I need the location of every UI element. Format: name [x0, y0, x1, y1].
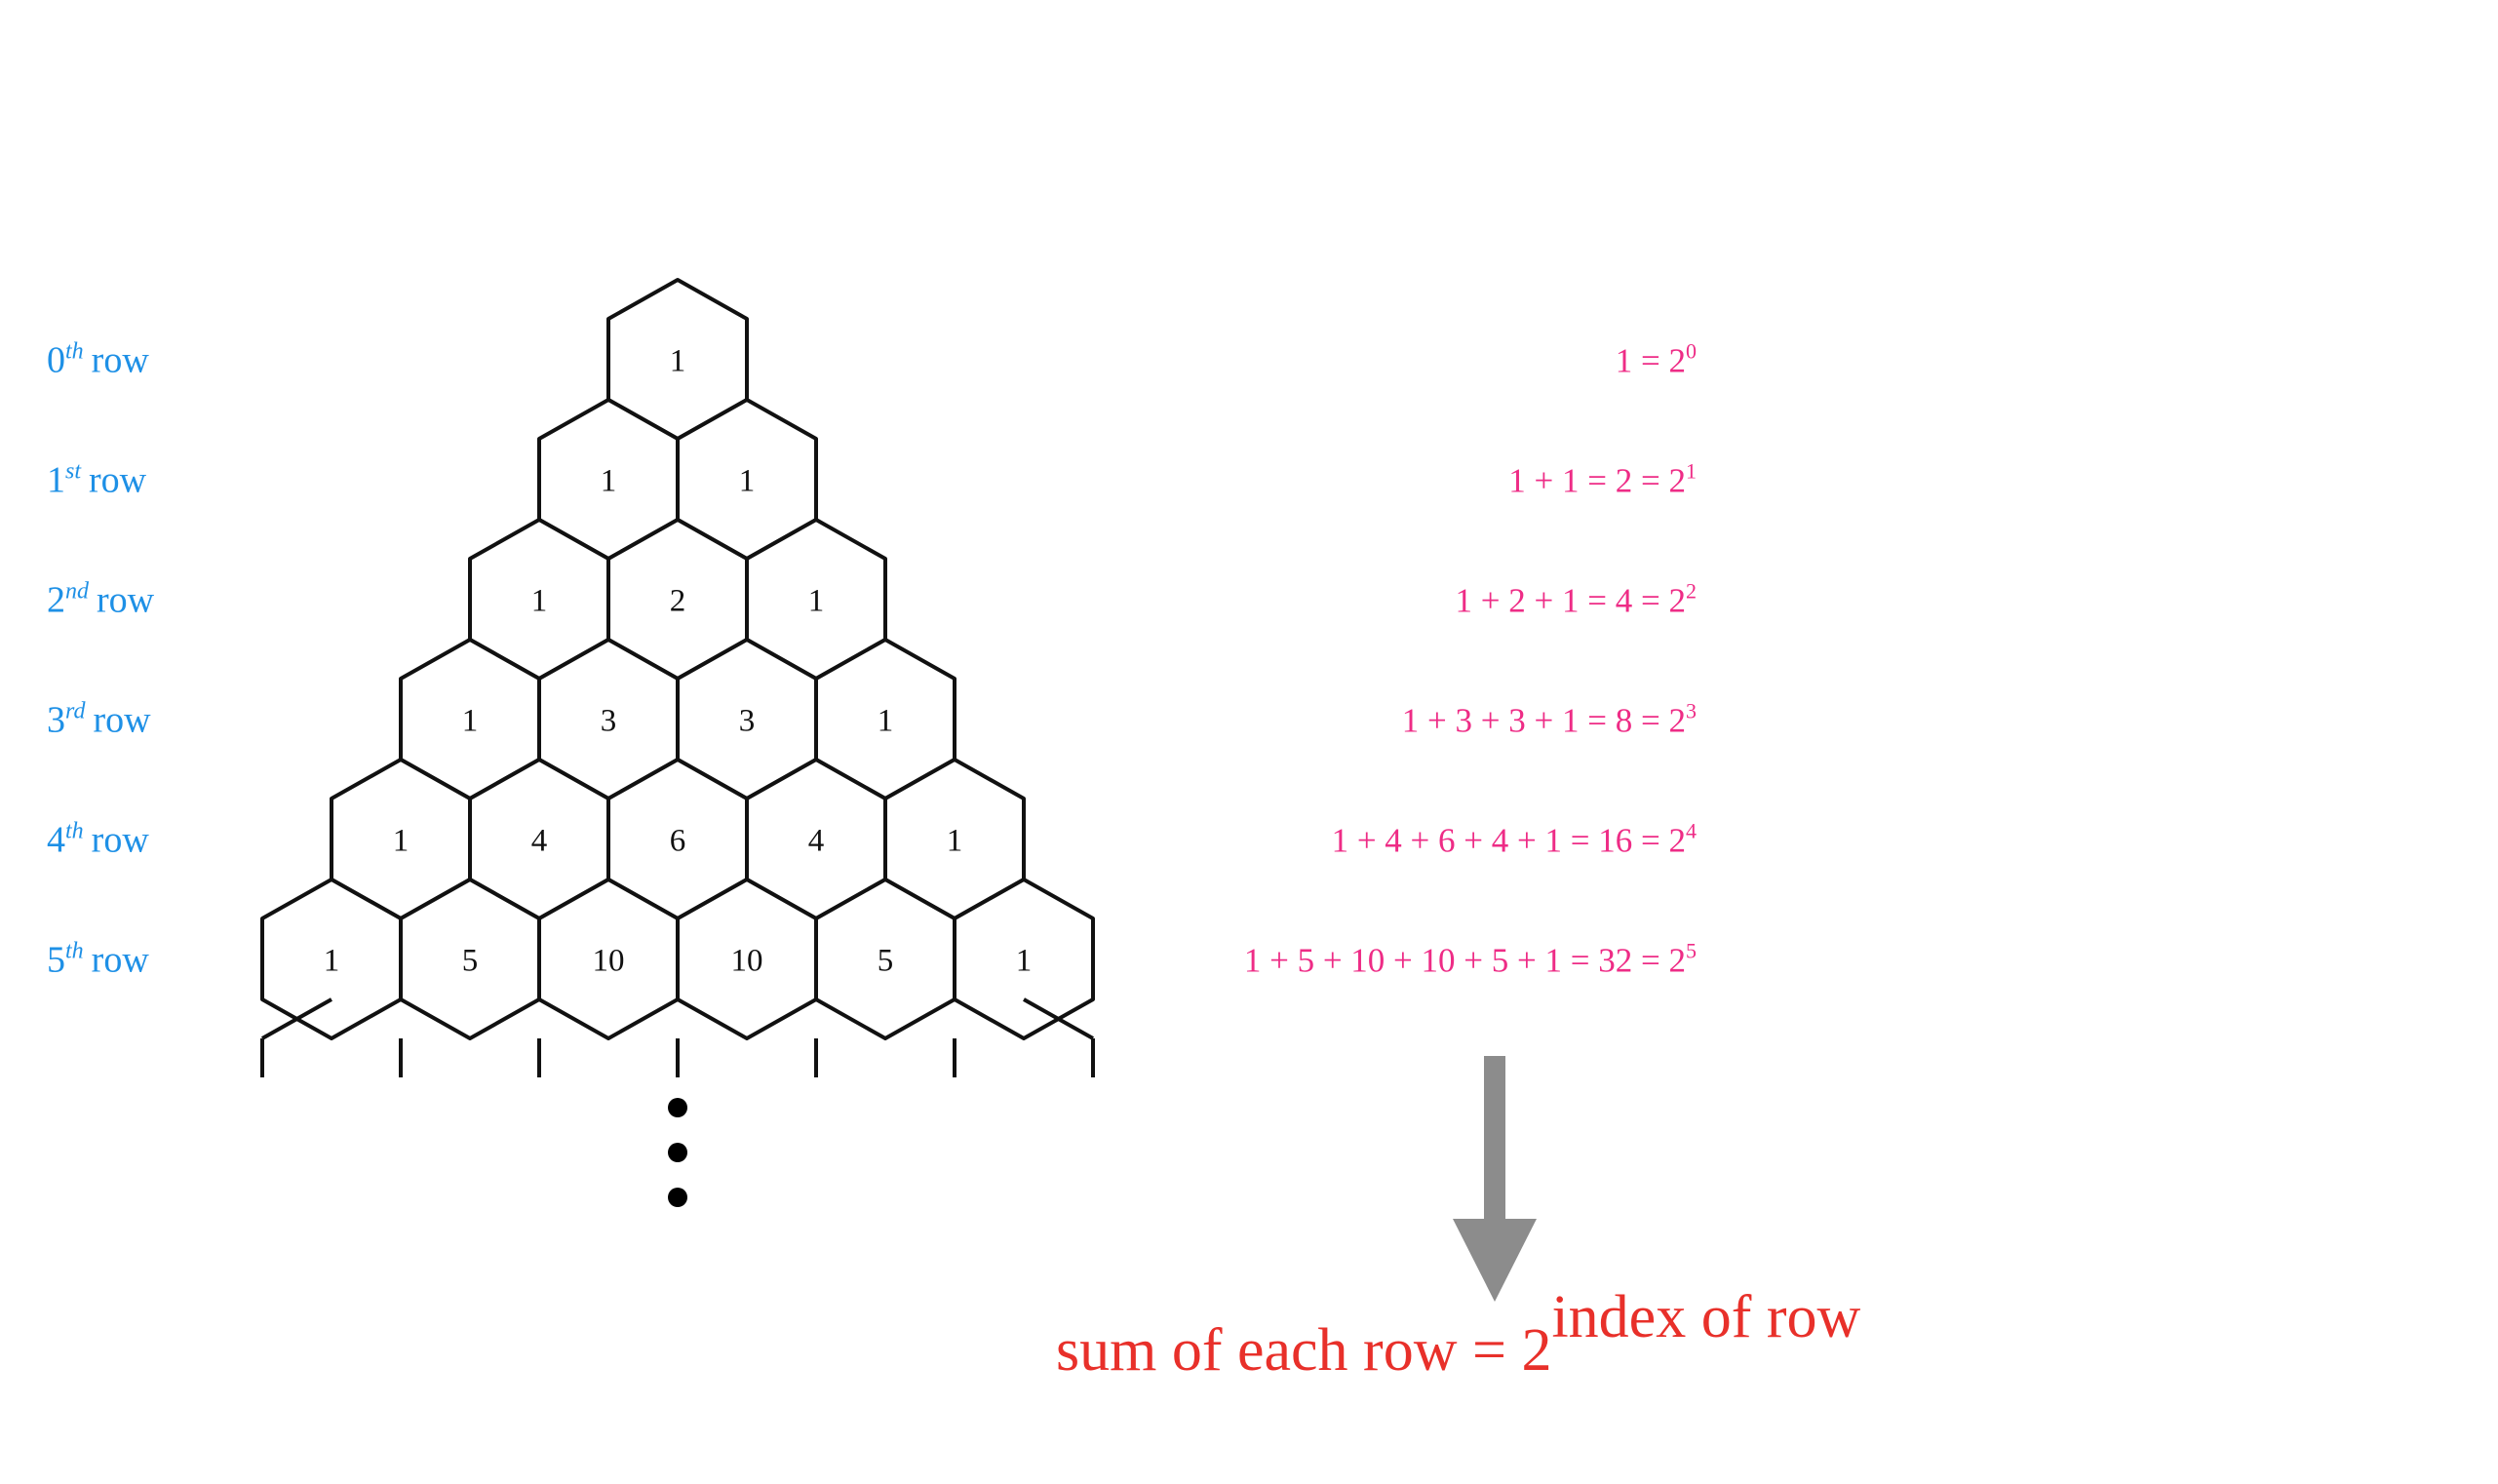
- cell-value: 3: [739, 704, 756, 739]
- row-sum-exponent: 2: [1686, 579, 1697, 604]
- row-sum-exponent: 4: [1686, 819, 1697, 843]
- row-label-ordinal: nd: [65, 579, 90, 605]
- cell-value: 1: [739, 464, 756, 499]
- row-label-number: 2: [47, 580, 65, 621]
- row-sum-equation: 1 + 2 + 1 = 4 = 22: [1456, 579, 1697, 620]
- cell-value: 1: [878, 704, 894, 739]
- row-sum-equation: 1 + 1 = 2 = 21: [1508, 459, 1697, 500]
- row-label-word: row: [92, 340, 150, 381]
- row-label-word: row: [92, 820, 150, 861]
- cell-value: 10: [593, 944, 625, 979]
- row-sum-exponent: 5: [1686, 939, 1697, 963]
- row-label-ordinal: th: [65, 819, 84, 844]
- row-sum-expression: 1 + 5 + 10 + 10 + 5 + 1 = 32 = 2: [1244, 942, 1686, 980]
- cell-value: 1: [462, 704, 479, 739]
- cell-value: 1: [324, 944, 340, 979]
- conclusion-statement: sum of each row = 2index of row: [1056, 1284, 1860, 1384]
- row-sum-equation: 1 + 5 + 10 + 10 + 5 + 1 = 32 = 25: [1244, 939, 1697, 980]
- conclusion-base: sum of each row = 2: [1056, 1317, 1551, 1384]
- row-sum-equation: 1 = 20: [1616, 339, 1697, 380]
- cell-value: 5: [462, 944, 479, 979]
- row-sum-expression: 1 = 2: [1616, 342, 1686, 380]
- row-sum-expression: 1 + 4 + 6 + 4 + 1 = 16 = 2: [1332, 822, 1686, 860]
- cell-value: 1: [1016, 944, 1033, 979]
- row-label-number: 3: [47, 700, 65, 741]
- hexagon-shape: [953, 878, 1095, 1040]
- row-sum-expression: 1 + 3 + 3 + 1 = 8 = 2: [1402, 702, 1686, 740]
- row-sum-exponent: 1: [1686, 459, 1697, 484]
- row-label-word: row: [93, 700, 151, 741]
- row-sum-exponent: 0: [1686, 339, 1697, 364]
- cell-value: 4: [531, 824, 548, 859]
- row-label-word: row: [97, 580, 155, 621]
- arrow-head: [1453, 1219, 1537, 1302]
- row-sum-equation: 1 + 3 + 3 + 1 = 8 = 23: [1402, 699, 1697, 740]
- row-label-ordinal: th: [65, 339, 84, 365]
- cell-value: 2: [670, 584, 686, 619]
- row-label-number: 5: [47, 940, 65, 981]
- hex-cell: 1: [953, 878, 1095, 1040]
- row-sum-expression: 1 + 2 + 1 = 4 = 2: [1456, 582, 1686, 620]
- row-label-ordinal: th: [65, 939, 84, 964]
- hex-cell: 1: [883, 758, 1026, 920]
- row-sum-equations: 1 = 201 + 1 = 2 = 211 + 2 + 1 = 4 = 221 …: [1244, 339, 1697, 980]
- arrow-shaft: [1484, 1056, 1505, 1224]
- row-label-ordinal: rd: [65, 699, 86, 724]
- hexagon-triangle: 1 1 1 1 2 1 1 3 3 1 1 4 6 4 1 1 5 10 10 5 1: [260, 278, 1095, 1040]
- row-label-ordinal: st: [65, 459, 82, 485]
- continuation-stubs: [260, 997, 1095, 1077]
- cell-value: 1: [670, 344, 686, 379]
- row-sum-exponent: 3: [1686, 699, 1697, 723]
- ellipsis-dot: [668, 1143, 687, 1162]
- row-sum-expression: 1 + 1 = 2 = 2: [1508, 462, 1686, 500]
- row-label-number: 1: [47, 460, 65, 501]
- down-arrow: [1453, 1056, 1537, 1302]
- row-label-word: row: [89, 460, 147, 501]
- row-label-number: 4: [47, 820, 65, 861]
- stub-diagonal: [1023, 997, 1094, 1040]
- ellipsis-dot: [668, 1188, 687, 1207]
- stub-diagonal: [261, 997, 332, 1040]
- cell-value: 5: [878, 944, 894, 979]
- cell-value: 1: [393, 824, 410, 859]
- cell-value: 1: [601, 464, 617, 499]
- ellipsis-dots: [668, 1098, 687, 1207]
- hex-cell: 10: [537, 878, 680, 1040]
- cell-value: 1: [531, 584, 548, 619]
- conclusion-exponent: index of row: [1551, 1284, 1860, 1350]
- row-sum-equation: 1 + 4 + 6 + 4 + 1 = 16 = 24: [1332, 819, 1697, 860]
- ellipsis-dot: [668, 1098, 687, 1117]
- cell-value: 10: [731, 944, 763, 979]
- cell-value: 6: [670, 824, 686, 859]
- cell-value: 1: [808, 584, 825, 619]
- cell-value: 3: [601, 704, 617, 739]
- cell-value: 4: [808, 824, 825, 859]
- conclusion-text: sum of each row = 2index of row: [1056, 1284, 1860, 1384]
- row-label-word: row: [92, 940, 150, 981]
- row-label-number: 0: [47, 340, 65, 381]
- cell-value: 1: [947, 824, 963, 859]
